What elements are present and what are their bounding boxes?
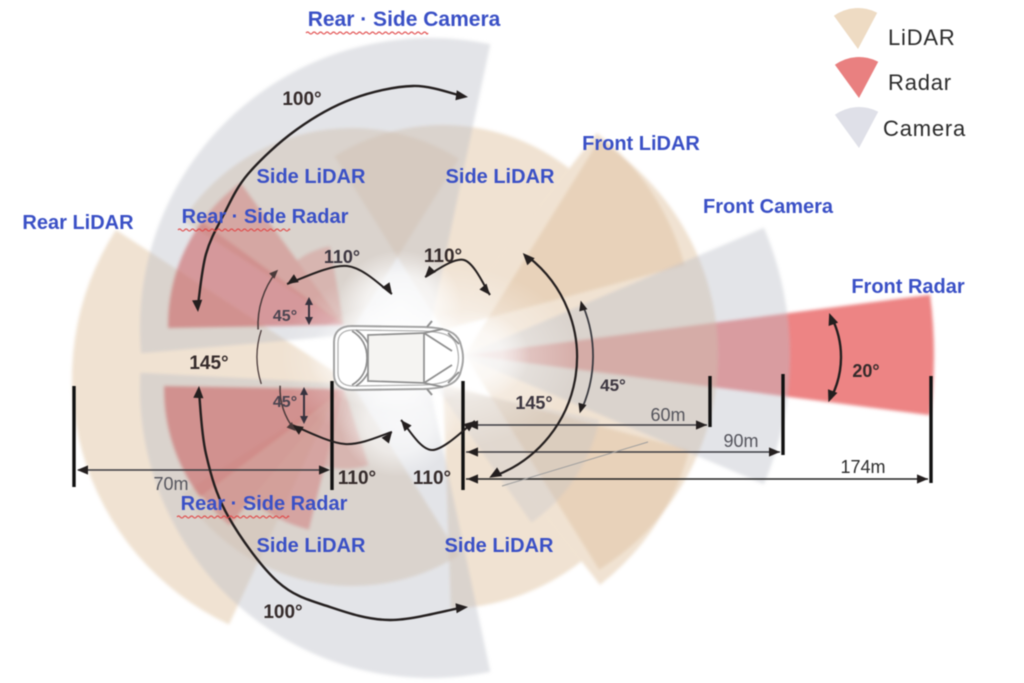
- svg-text:Side LiDAR: Side LiDAR: [257, 535, 366, 557]
- svg-text:Front LiDAR: Front LiDAR: [582, 133, 700, 155]
- svg-text:45°: 45°: [273, 308, 297, 325]
- svg-text:110°: 110°: [413, 468, 451, 489]
- svg-text:70m: 70m: [153, 474, 188, 494]
- svg-text:Rear LiDAR: Rear LiDAR: [22, 212, 134, 234]
- svg-text:45°: 45°: [600, 376, 626, 395]
- svg-text:45°: 45°: [273, 394, 297, 411]
- svg-text:90m: 90m: [723, 431, 758, 451]
- svg-text:Camera: Camera: [883, 116, 966, 141]
- svg-text:Rear · Side Radar: Rear · Side Radar: [182, 206, 349, 228]
- svg-text:110°: 110°: [424, 246, 462, 267]
- svg-text:Rear · Side Radar: Rear · Side Radar: [181, 493, 348, 515]
- svg-text:145°: 145°: [515, 393, 552, 413]
- svg-text:60m: 60m: [650, 405, 685, 425]
- svg-text:100°: 100°: [263, 602, 302, 623]
- svg-text:100°: 100°: [282, 89, 321, 110]
- svg-text:Front Radar: Front Radar: [851, 276, 965, 298]
- svg-text:Rear · Side Camera: Rear · Side Camera: [308, 8, 501, 31]
- svg-text:Side LiDAR: Side LiDAR: [446, 166, 555, 188]
- svg-text:LiDAR: LiDAR: [888, 25, 956, 50]
- svg-text:Radar: Radar: [888, 70, 952, 95]
- svg-text:145°: 145°: [189, 353, 228, 374]
- svg-text:174m: 174m: [840, 457, 885, 477]
- svg-text:Side LiDAR: Side LiDAR: [445, 535, 554, 557]
- svg-text:20°: 20°: [852, 361, 879, 381]
- svg-text:Front Camera: Front Camera: [703, 196, 834, 218]
- svg-text:110°: 110°: [338, 468, 376, 489]
- svg-text:Side LiDAR: Side LiDAR: [257, 166, 366, 188]
- svg-text:110°: 110°: [324, 247, 360, 267]
